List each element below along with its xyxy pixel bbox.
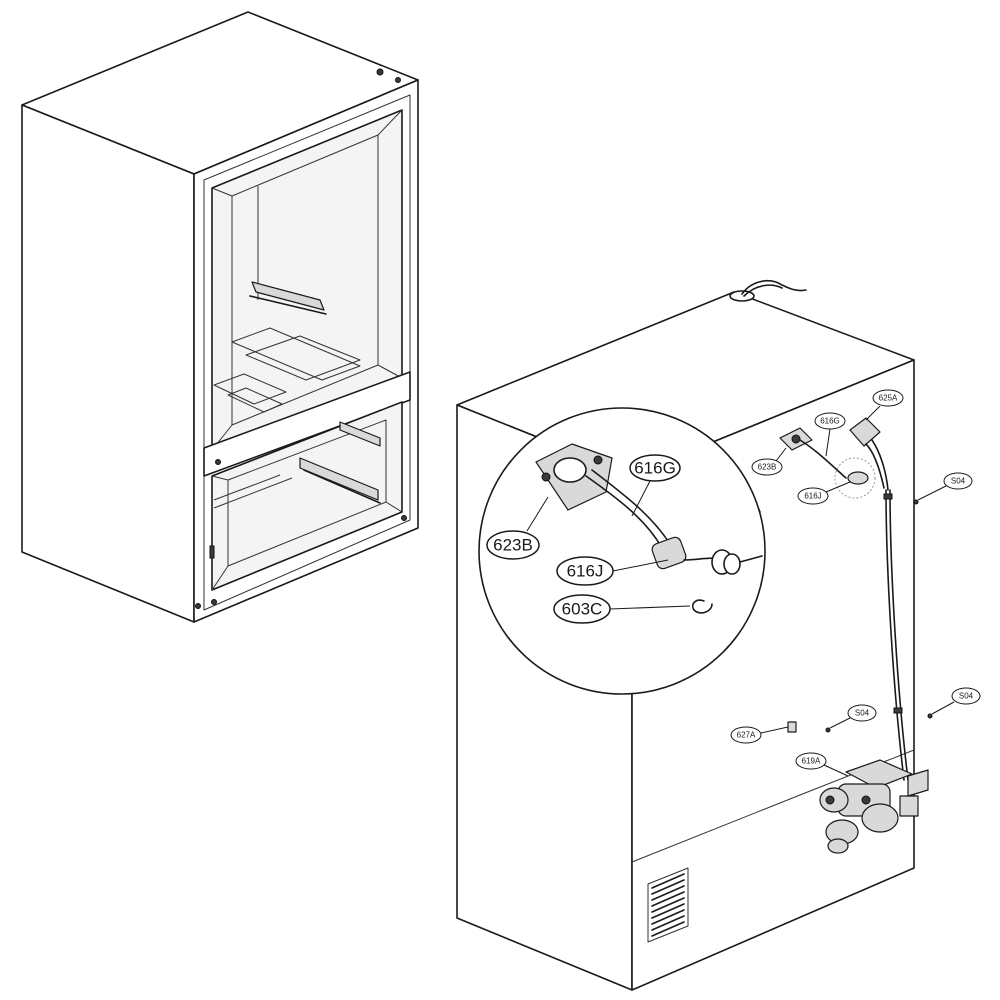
fitting-enlarged — [651, 536, 763, 575]
leader-S04-upper — [917, 485, 947, 501]
svg-text:625A: 625A — [879, 394, 898, 403]
svg-text:616G: 616G — [820, 417, 840, 426]
water-line-assembly — [779, 417, 933, 854]
leader-S04-lower-left — [829, 717, 851, 729]
callout-623B: 623B — [486, 530, 540, 560]
svg-text:S04: S04 — [855, 709, 870, 718]
callout-616J-small: 616J — [797, 487, 829, 505]
detail-magnifier — [478, 407, 876, 695]
svg-text:619A: 619A — [802, 757, 821, 766]
svg-text:S04: S04 — [959, 692, 974, 701]
svg-text:623B: 623B — [493, 536, 533, 555]
callout-616G: 616G — [629, 454, 681, 482]
cabinet-front-view — [21, 11, 419, 623]
leader-616J — [612, 559, 669, 572]
svg-text:S04: S04 — [951, 477, 966, 486]
cabinet-rear-view — [456, 280, 933, 991]
bracket-enlarged — [535, 443, 613, 511]
callout-619A: 619A — [795, 752, 827, 770]
callout-625A: 625A — [872, 389, 904, 407]
vent-grille — [647, 867, 689, 943]
power-cord — [729, 280, 807, 302]
svg-text:616J: 616J — [567, 562, 604, 581]
svg-text:616G: 616G — [634, 459, 676, 478]
callout-603C: 603C — [553, 594, 611, 624]
leader-S04-lower-right — [931, 701, 955, 715]
svg-text:627A: 627A — [737, 731, 756, 740]
callout-623B-small: 623B — [751, 458, 783, 476]
water-valve — [819, 759, 929, 854]
callout-S04-upper: S04 — [943, 472, 973, 490]
leader-603C — [609, 605, 691, 610]
leader-625A — [865, 405, 881, 421]
leader-616G — [631, 480, 651, 517]
leader-627A — [760, 726, 789, 734]
callout-616G-small: 616G — [814, 412, 846, 430]
callout-S04-lower-right: S04 — [951, 687, 981, 705]
leader-623B — [526, 496, 549, 532]
svg-text:603C: 603C — [562, 600, 603, 619]
leader-623B-small — [775, 447, 787, 462]
leader-619A — [823, 764, 849, 777]
svg-text:623B: 623B — [758, 463, 777, 472]
leader-616G-small — [825, 428, 831, 457]
svg-text:616J: 616J — [804, 492, 821, 501]
callout-S04-lower-left: S04 — [847, 704, 877, 722]
leader-616J-small — [825, 481, 851, 493]
callout-627A: 627A — [730, 726, 762, 744]
callout-616J: 616J — [556, 556, 614, 586]
